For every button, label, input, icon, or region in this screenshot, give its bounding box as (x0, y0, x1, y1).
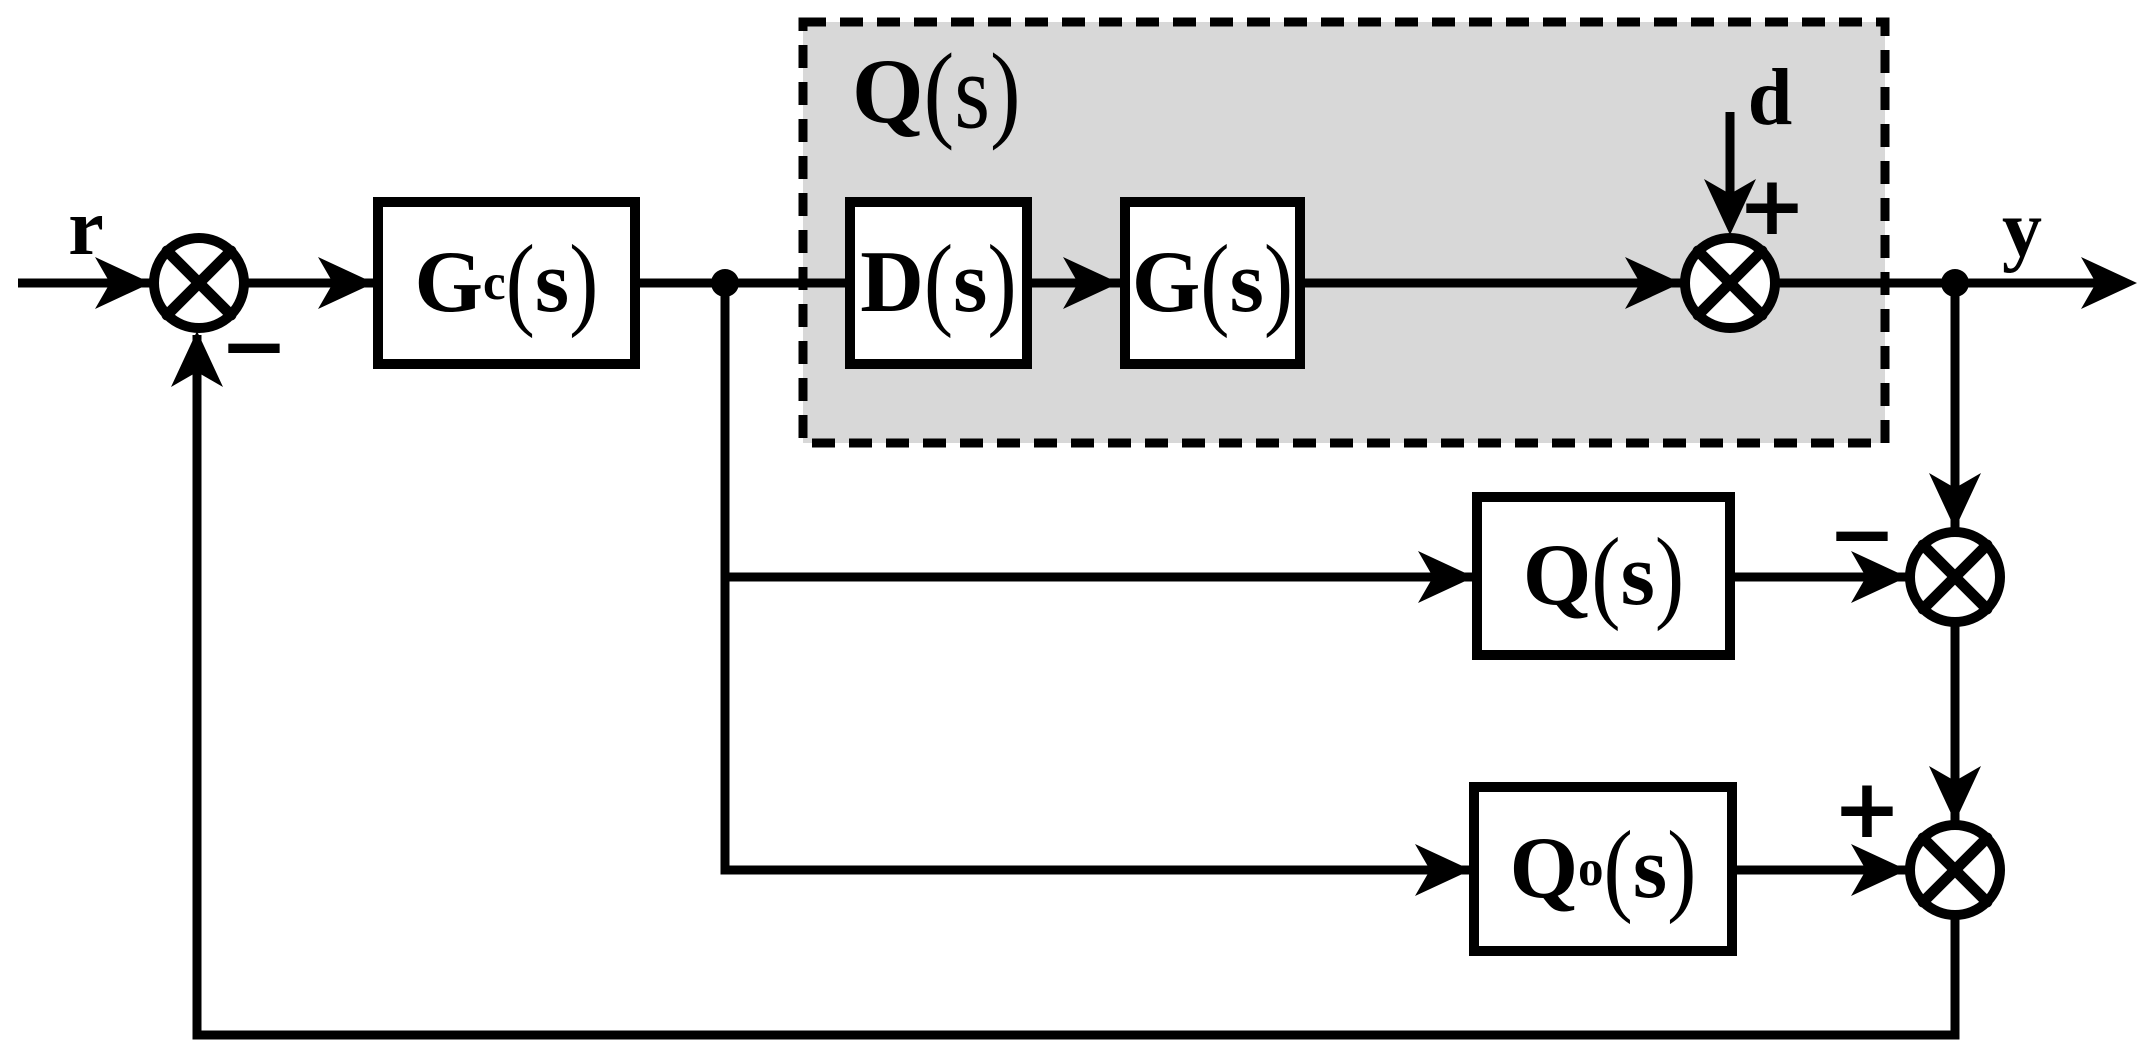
block-qo-open-paren: ( (1603, 811, 1633, 926)
block-q-close-paren: ) (1654, 518, 1685, 633)
block-qo-arg: s (1632, 820, 1668, 917)
disturbance-plus-sign: + (1737, 159, 1807, 254)
block-d-base: D (860, 234, 924, 331)
feedback-minus-sign: − (219, 299, 289, 394)
summing-junction-qo (1905, 820, 2005, 920)
block-g-open-paren: ( (1200, 225, 1230, 340)
block-qo-base: Q (1509, 820, 1579, 917)
block-d-open-paren: ( (923, 225, 954, 340)
feedback-line (192, 335, 1960, 1040)
input-label: r (68, 183, 104, 272)
branch-to-qo-line (720, 283, 1480, 875)
block-gc-base: G (414, 234, 483, 331)
summing-junction-disturbance (1680, 233, 1780, 333)
block-q-base: Q (1522, 527, 1592, 624)
block-q-arg: s (1620, 527, 1655, 624)
output-label: y (2002, 185, 2042, 274)
summing-junction-q (1905, 527, 2005, 627)
block-gc-open-paren: ( (505, 225, 535, 340)
block-gc-arg: s (534, 234, 570, 331)
branch-dot-y (1941, 269, 1969, 297)
block-q: Q(s) (1472, 492, 1735, 660)
block-g: G(s) (1120, 197, 1305, 369)
block-d: D(s) (845, 197, 1032, 369)
block-g-close-paren: ) (1263, 225, 1294, 340)
block-d-close-paren: ) (987, 225, 1017, 340)
block-q-open-paren: ( (1591, 518, 1621, 633)
block-d-arg: s (953, 234, 988, 331)
disturbance-label: d (1747, 53, 1793, 142)
block-qo-close-paren: ) (1667, 811, 1697, 926)
qo-output-plus-sign: + (1832, 762, 1902, 857)
q-region-label-arg: s (954, 30, 991, 152)
block-gc-close-paren: ) (569, 225, 599, 340)
q-region-label: Q(s) (852, 36, 1021, 146)
q-region-label-base: Q (852, 40, 924, 142)
q-region-label-close-paren: ) (990, 30, 1021, 152)
branch-dot-u (711, 269, 739, 297)
block-g-base: G (1131, 234, 1201, 331)
q-region-label-open-paren: ( (923, 30, 955, 152)
q-output-minus-sign: − (1827, 487, 1897, 582)
block-g-arg: s (1229, 234, 1264, 331)
summing-junction-error (149, 233, 249, 333)
